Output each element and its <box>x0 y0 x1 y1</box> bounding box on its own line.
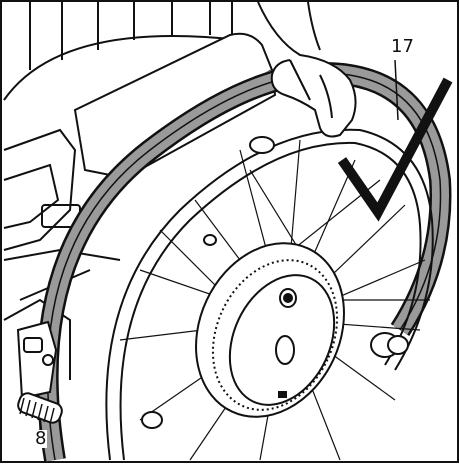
axle-parts <box>141 136 409 429</box>
callout-label-lever: 8 <box>34 428 48 449</box>
wheel-hub <box>195 242 345 418</box>
callout-label-handrim: 17 <box>390 36 415 57</box>
brake-lever <box>16 320 63 425</box>
hand <box>257 1 357 138</box>
checkmark-icon <box>337 77 453 222</box>
callout-17-leader <box>394 59 399 121</box>
seat-back <box>3 2 241 101</box>
